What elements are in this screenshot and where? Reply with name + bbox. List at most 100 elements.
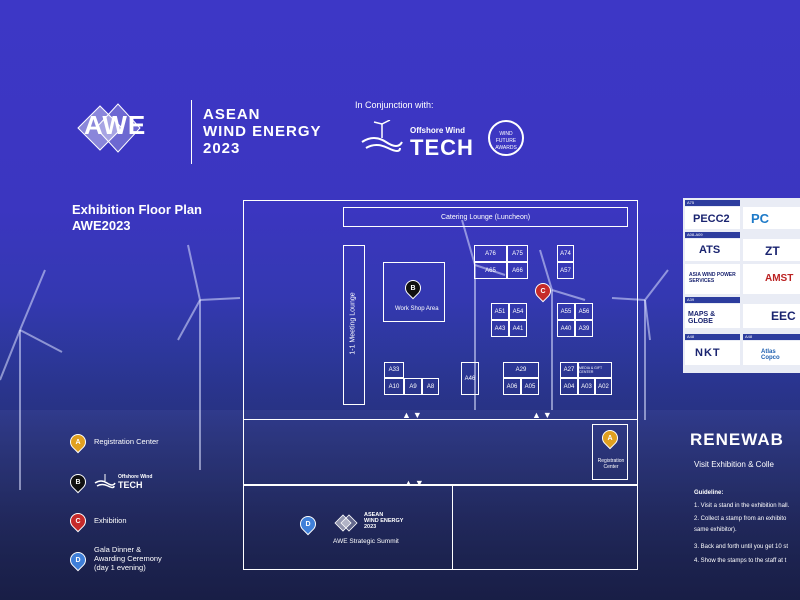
booth-a74[interactable]: A74 <box>557 245 574 262</box>
offshore-wind-tech-logo-icon <box>361 120 403 152</box>
renewable-title: RENEWAB <box>690 430 784 449</box>
summit-hall-divider <box>452 485 453 570</box>
event-year: 2023 <box>203 140 241 157</box>
booth-a55[interactable]: A55 <box>557 303 575 320</box>
guideline-step-3: 3. Back and forth until you get 10 st <box>694 544 789 550</box>
booth-a8[interactable]: A8 <box>422 378 439 395</box>
summit-label: AWE Strategic Summit <box>333 538 399 545</box>
summit-hall-outline <box>243 485 638 570</box>
awe-logo-icon <box>77 103 141 153</box>
board-cell-atlas-copco: Atlas Copco <box>743 341 800 365</box>
booth-a29[interactable]: A29 <box>503 362 539 378</box>
legend-gala-line2: Awarding Ceremony <box>94 554 162 563</box>
board-cell-zt: ZT <box>743 239 800 261</box>
conjunction-label: In Conjunction with: <box>355 100 434 110</box>
booth-a33[interactable]: A33 <box>384 362 404 378</box>
pin-a-label: A <box>607 434 613 442</box>
walkway-arrows-1: ▲▼ <box>402 410 424 420</box>
summit-event-name-line1: ASEAN <box>364 512 384 518</box>
legend-pin-b-label: B <box>75 478 81 486</box>
board-header-1: A75 <box>685 200 740 206</box>
walkway-arrows-3: ▲▼ <box>404 478 426 488</box>
booth-a40[interactable]: A40 <box>557 320 575 337</box>
legend-pin-d-label: D <box>75 556 81 564</box>
booth-a57[interactable]: A57 <box>557 262 574 279</box>
workshop-area-box <box>383 262 445 322</box>
booth-a06[interactable]: A06 <box>503 378 521 395</box>
board-cell-nkt: NKT <box>685 341 740 365</box>
logo-divider <box>191 100 192 164</box>
board-cell-ats: ATS <box>685 239 740 261</box>
board-cell-eec: EEC <box>743 304 800 328</box>
renewable-subtitle: Visit Exhibition & Colle <box>694 460 774 469</box>
guideline-step-2-cont: same exhibitor). <box>694 527 737 533</box>
booth-a65[interactable]: A65 <box>474 262 507 279</box>
event-name-line1: ASEAN <box>203 106 261 123</box>
guideline-heading: Guideline: <box>694 490 724 496</box>
pin-c-label: C <box>540 287 546 295</box>
summit-event-year: 2023 <box>364 524 377 530</box>
wind-future-awards-badge: WIND FUTURE AWARDS <box>488 120 524 156</box>
booth-a46[interactable]: A46 <box>461 362 479 395</box>
event-name-line2: WIND ENERGY <box>203 123 322 140</box>
legend-gala: Gala Dinner & Awarding Ceremony (day 1 e… <box>94 545 162 572</box>
background-horizon <box>0 410 800 600</box>
exhibitor-board: A75 PECC2 PC A08-A09 ATS ZT ASIA WIND PO… <box>683 198 800 373</box>
booth-a04[interactable]: A04 <box>560 378 578 395</box>
guideline-step-1: 1. Visit a stand in the exhibition hall. <box>694 503 790 509</box>
booth-a75[interactable]: A75 <box>507 245 528 262</box>
booth-media-gift-center[interactable]: MEDIA & GIFT CENTER <box>578 362 612 378</box>
board-header-2: A08-A09 <box>685 232 740 238</box>
booth-a76[interactable]: A76 <box>474 245 507 262</box>
legend-offshore-wind-icon <box>94 474 116 489</box>
event-name: ASEAN WIND ENERGY 2023 <box>203 106 322 157</box>
booth-a51[interactable]: A51 <box>491 303 509 320</box>
booth-a39[interactable]: A39 <box>575 320 593 337</box>
board-header-4: A48 <box>685 334 740 340</box>
booth-a02[interactable]: A02 <box>595 378 612 395</box>
legend-offshore-big: TECH <box>118 480 143 490</box>
awe-logo-text: AWE <box>84 110 147 140</box>
booth-a03[interactable]: A03 <box>578 378 595 395</box>
booth-a27[interactable]: A27 <box>560 362 578 378</box>
awe-summit-logo-icon <box>334 514 358 532</box>
registration-center-box <box>592 424 628 480</box>
booth-a54[interactable]: A54 <box>509 303 527 320</box>
catering-lounge: Catering Lounge (Luncheon) <box>343 207 628 227</box>
board-cell-pecc2: PECC2 <box>685 207 740 229</box>
legend-exhibition: Exhibition <box>94 516 127 525</box>
registration-hall-outline <box>243 420 638 485</box>
pin-d-label: D <box>305 520 311 528</box>
meeting-lounge-label: 1-1 Meeting Lounge <box>349 292 357 355</box>
floor-plan-subtitle: AWE2023 <box>72 218 131 233</box>
exhibition-hall-outline <box>243 200 638 420</box>
legend-offshore-small: Offshore Wind <box>118 474 153 480</box>
booth-a10[interactable]: A10 <box>384 378 404 395</box>
registration-center-label: Registration Center <box>597 458 625 470</box>
legend-gala-line3: (day 1 evening) <box>94 563 146 572</box>
booth-a05[interactable]: A05 <box>521 378 539 395</box>
board-header-3: A39 <box>685 297 740 303</box>
board-cell-maps-globe: MAPS & GLOBE <box>685 304 740 328</box>
floor-plan-title: Exhibition Floor Plan <box>72 202 202 217</box>
booth-a41[interactable]: A41 <box>509 320 527 337</box>
summit-event-name-line2: WIND ENERGY <box>364 518 404 524</box>
legend-gala-line1: Gala Dinner & <box>94 545 142 554</box>
board-header-5: A48 <box>743 334 800 340</box>
legend-pin-c-label: C <box>75 517 81 525</box>
meeting-lounge-box <box>343 245 365 405</box>
board-cell-asia-wind: ASIA WIND POWER SERVICES <box>685 264 740 294</box>
board-cell-amst: AMST <box>743 264 800 294</box>
workshop-area-label: Work Shop Area <box>395 306 439 312</box>
legend-pin-a-label: A <box>75 438 81 446</box>
board-cell-pc: PC <box>743 207 800 229</box>
guideline-step-4: 4. Show the stamps to the staff at t <box>694 558 787 564</box>
booth-a43[interactable]: A43 <box>491 320 509 337</box>
summit-event-name: ASEAN WIND ENERGY 2023 <box>364 512 403 530</box>
booth-a66[interactable]: A66 <box>507 262 528 279</box>
guideline-step-2: 2. Collect a stamp from an exhibito <box>694 516 787 522</box>
booth-a9[interactable]: A9 <box>404 378 422 395</box>
walkway-arrows-2: ▲▼ <box>532 410 554 420</box>
booth-a56[interactable]: A56 <box>575 303 593 320</box>
